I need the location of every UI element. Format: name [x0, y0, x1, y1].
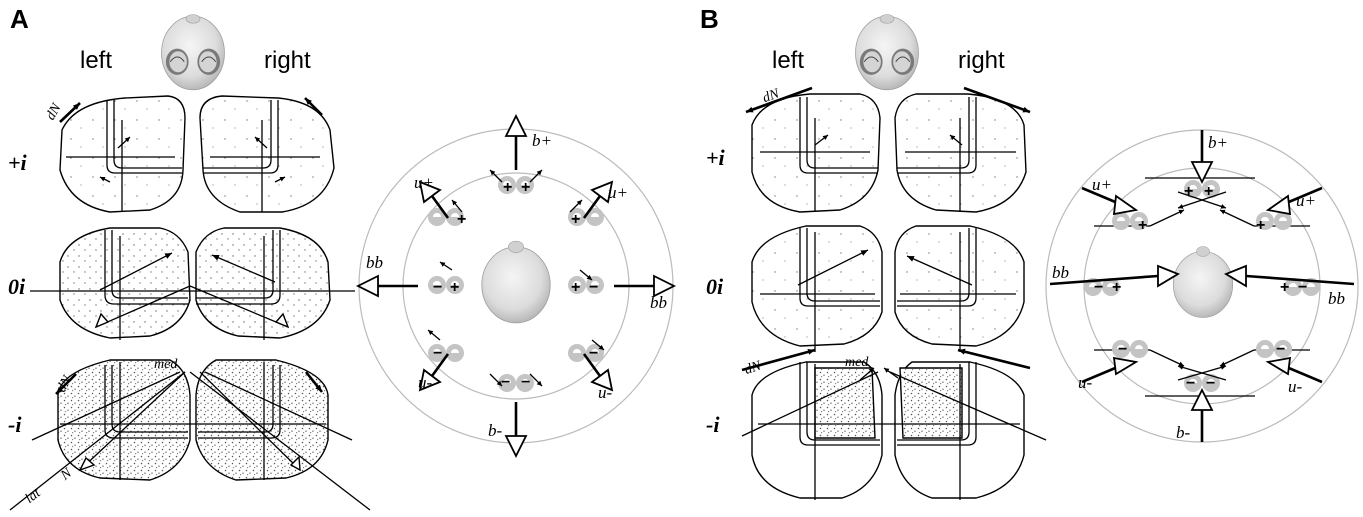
panel-a-rose-labels: b+ b- u+ u+ u- u- bb bb — [366, 131, 667, 440]
panel-b-u-minus-right: u- — [1288, 377, 1303, 396]
panel-a-bb-left: bb — [366, 253, 383, 272]
panel-b-row3-fields: med — [741, 355, 1047, 500]
panel-b-small-arrows — [1149, 191, 1255, 381]
panel-b-left-field-zero — [751, 225, 883, 347]
panel-a: A left right +i 0i -i dN — [8, 4, 677, 511]
panel-a-b-plus: b+ — [532, 131, 552, 150]
panel-a-right-field-zero — [195, 227, 331, 339]
panel-b-head-icon — [855, 14, 919, 91]
svg-text:−: − — [1206, 375, 1215, 392]
panel-b-left-field-plus — [751, 93, 881, 213]
svg-text:+: + — [503, 179, 512, 196]
panel-b-rose-diagram: + + + + − + + − − − − − — [1045, 129, 1359, 443]
svg-text:+: + — [1184, 183, 1193, 200]
panel-a-signs: + + + + − + + − − − − − — [433, 179, 598, 391]
panel-b-letter: B — [700, 4, 719, 34]
panel-a-bb-right: bb — [650, 293, 667, 312]
panel-a-head-icon — [161, 14, 225, 91]
svg-text:+: + — [571, 279, 580, 296]
panel-a-small-arrows — [427, 169, 605, 387]
panel-a-row2-fields — [30, 227, 355, 340]
panel-a-u-minus-left: u- — [418, 373, 433, 392]
panel-a-row-plus-i: +i — [8, 150, 28, 175]
panel-a-med-label: med — [154, 357, 178, 372]
panel-b-right-label: right — [958, 47, 1005, 74]
svg-text:+: + — [1138, 217, 1147, 234]
panel-a-dN-top: dN — [43, 101, 64, 123]
svg-text:−: − — [1186, 375, 1195, 392]
svg-text:−: − — [433, 345, 442, 362]
svg-text:−: − — [1276, 341, 1285, 358]
panel-a-u-minus-right: u- — [598, 383, 613, 402]
panel-b-left-label: left — [772, 47, 804, 74]
panel-a-b-minus: b- — [488, 421, 503, 440]
svg-text:+: + — [521, 179, 530, 196]
panel-a-row-minus-i: -i — [8, 412, 22, 437]
svg-text:+: + — [571, 211, 580, 228]
svg-text:+: + — [450, 279, 459, 296]
panel-a-row1-fields: dN — [43, 95, 335, 213]
svg-text:+: + — [457, 211, 466, 228]
panel-a-lat-label: lat — [23, 485, 45, 507]
svg-text:−: − — [589, 279, 598, 296]
panel-a-right-field-plus — [199, 95, 335, 213]
panel-b-row2-fields: dN — [741, 225, 1031, 378]
panel-b-row-zero-i: 0i — [706, 274, 724, 299]
panel-a-row-zero-i: 0i — [8, 274, 26, 299]
svg-text:−: − — [589, 345, 598, 362]
svg-text:−: − — [1094, 279, 1103, 296]
panel-a-open-arrows — [355, 113, 677, 459]
panel-b-dN-top: dN — [761, 86, 782, 106]
panel-b-signs: + + + + − + + − − − − − — [1094, 183, 1307, 392]
panel-b-u-plus-right: u+ — [1296, 191, 1316, 210]
panel-b-bb-right: bb — [1328, 289, 1345, 308]
panel-a-right-field-minus — [195, 359, 329, 481]
panel-a-left-label: left — [80, 47, 112, 74]
panel-b-dN-bottom: dN — [743, 358, 764, 378]
panel-a-left-field-zero — [59, 227, 191, 339]
panel-b-med-label: med — [845, 355, 869, 370]
panel-b-u-minus-left: u- — [1078, 373, 1093, 392]
panel-a-rose-diagram: + + + + − + + − − − − − — [355, 113, 677, 459]
panel-b-rose-labels: b+ b- u+ u+ u- u- bb bb — [1052, 133, 1345, 442]
panel-b-rose-head-icon — [1172, 246, 1234, 318]
panel-b-row-minus-i: -i — [706, 412, 720, 437]
svg-text:−: − — [1298, 279, 1307, 296]
panel-a-letter: A — [10, 4, 29, 34]
svg-text:−: − — [501, 374, 510, 391]
svg-text:−: − — [521, 374, 530, 391]
svg-text:−: − — [433, 279, 442, 296]
svg-text:+: + — [1280, 279, 1289, 296]
panel-b-b-plus: b+ — [1208, 133, 1228, 152]
panel-a-right-label: right — [264, 47, 311, 74]
panel-a-u-plus-left: u+ — [414, 173, 434, 192]
panel-a-rose-head-icon — [481, 240, 551, 324]
panel-b-b-minus: b- — [1176, 423, 1191, 442]
panel-b-open-arrows — [1049, 130, 1355, 442]
panel-b-row-plus-i: +i — [706, 145, 726, 170]
panel-b-bb-left: bb — [1052, 263, 1069, 282]
svg-text:+: + — [1204, 183, 1213, 200]
panel-b: B left right +i 0i -i dN — [700, 4, 1359, 500]
svg-text:+: + — [1112, 279, 1121, 296]
panel-a-N-label: N — [57, 466, 75, 485]
panel-b-u-plus-left: u+ — [1092, 175, 1112, 194]
panel-a-dN-bottom: dN — [54, 373, 75, 395]
svg-text:−: − — [1118, 341, 1127, 358]
panel-b-row1-fields: dN — [745, 86, 1031, 213]
panel-a-row3-fields: dN med lat N — [9, 357, 371, 511]
svg-text:+: + — [1256, 217, 1265, 234]
panel-a-u-plus-right: u+ — [608, 183, 628, 202]
